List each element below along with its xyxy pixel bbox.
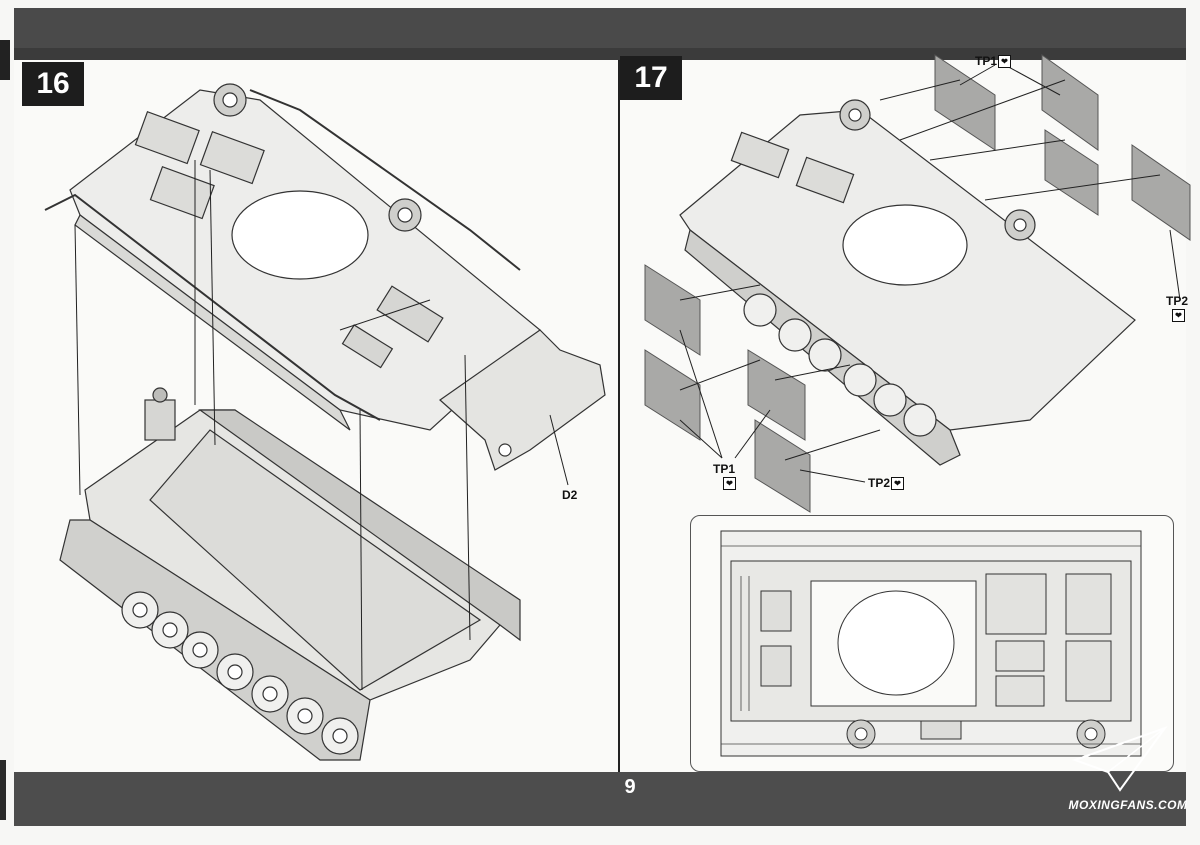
header-band (14, 8, 1186, 60)
tp2-panel (754, 419, 811, 513)
part-label-tp2-right: TP2 ❤ (1166, 294, 1189, 323)
tp1-panel (1041, 54, 1099, 151)
part-label-tp2-bottom: TP2❤ (868, 476, 905, 491)
step-number-16: 16 (22, 62, 84, 106)
turret-ring-opening (231, 190, 369, 280)
top-view-inset (690, 515, 1174, 772)
exhaust-muffler (144, 399, 176, 441)
watermark-text: MOXINGFANS.COM (1068, 798, 1188, 812)
panel-divider (618, 60, 620, 772)
photo-etch-heart-icon: ❤ (1172, 309, 1185, 323)
tp2-panel (747, 349, 806, 441)
paper-plane-logo-icon (1072, 725, 1168, 792)
step-number-17: 17 (620, 56, 682, 100)
tp2-panel (1044, 129, 1099, 216)
tp-panels (644, 54, 1191, 513)
engine-hatch (149, 166, 215, 220)
part-label-tp1-top: TP1❤ (975, 54, 1012, 69)
part-label-tp1-bottom: TP1 ❤ (713, 462, 736, 491)
tp1-panel (644, 349, 701, 441)
turret-ring-top (837, 590, 955, 696)
tp2-panel (1131, 144, 1191, 241)
page-edge-shadow (0, 40, 10, 80)
top-view-drawing (720, 530, 1142, 757)
photo-etch-heart-icon: ❤ (891, 477, 905, 491)
photo-etch-heart-icon: ❤ (998, 55, 1012, 69)
engine-hatch (134, 111, 200, 165)
engine-hatch (199, 131, 265, 185)
tp1-panel (644, 264, 701, 356)
part-label-d2: D2 (562, 488, 578, 502)
footer-band (14, 772, 1186, 826)
photo-etch-heart-icon: ❤ (723, 477, 736, 491)
turret-ring-opening (842, 204, 968, 286)
right-track (198, 409, 521, 642)
page-number: 9 (624, 776, 636, 798)
page-edge-shadow (0, 760, 6, 820)
front-plate-d2 (439, 329, 606, 471)
